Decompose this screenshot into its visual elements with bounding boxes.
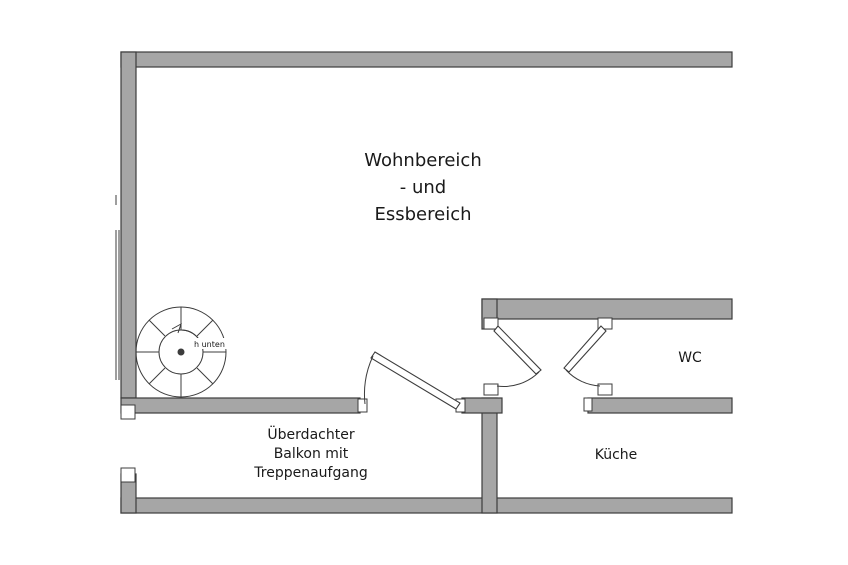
door-balcony: [357, 351, 466, 413]
door-wc-left: [483, 317, 542, 396]
room-label-balcony: Überdachter Balkon mit Treppenaufgang: [253, 425, 367, 481]
wall-wc-bottom: [587, 397, 733, 414]
svg-text:Essbereich: Essbereich: [374, 204, 471, 225]
wall-middle-vertical: [481, 397, 498, 514]
door-wc-right: [563, 317, 613, 412]
wall-living-bottom: [120, 397, 361, 414]
svg-text:Balkon mit: Balkon mit: [274, 446, 349, 462]
wall-top: [120, 51, 733, 68]
spiral-staircase: h unten: [135, 306, 233, 398]
svg-text:Überdachter: Überdachter: [267, 425, 354, 443]
stair-label: h unten: [194, 340, 225, 349]
wall-kitchen-left: [461, 397, 503, 414]
wall-bottom: [120, 497, 733, 514]
svg-text:Treppenaufgang: Treppenaufgang: [253, 465, 367, 481]
room-label-kitchen: Küche: [595, 447, 638, 463]
room-label-living: Wohnbereich - und Essbereich: [364, 150, 481, 225]
svg-text:Wohnbereich: Wohnbereich: [364, 150, 481, 171]
walls: [120, 51, 733, 514]
wall-left-upper: [120, 51, 137, 399]
wall-wc-top: [481, 298, 733, 320]
room-label-wc: WC: [678, 350, 702, 366]
window-left: [115, 195, 136, 483]
svg-text:- und: - und: [400, 177, 446, 198]
